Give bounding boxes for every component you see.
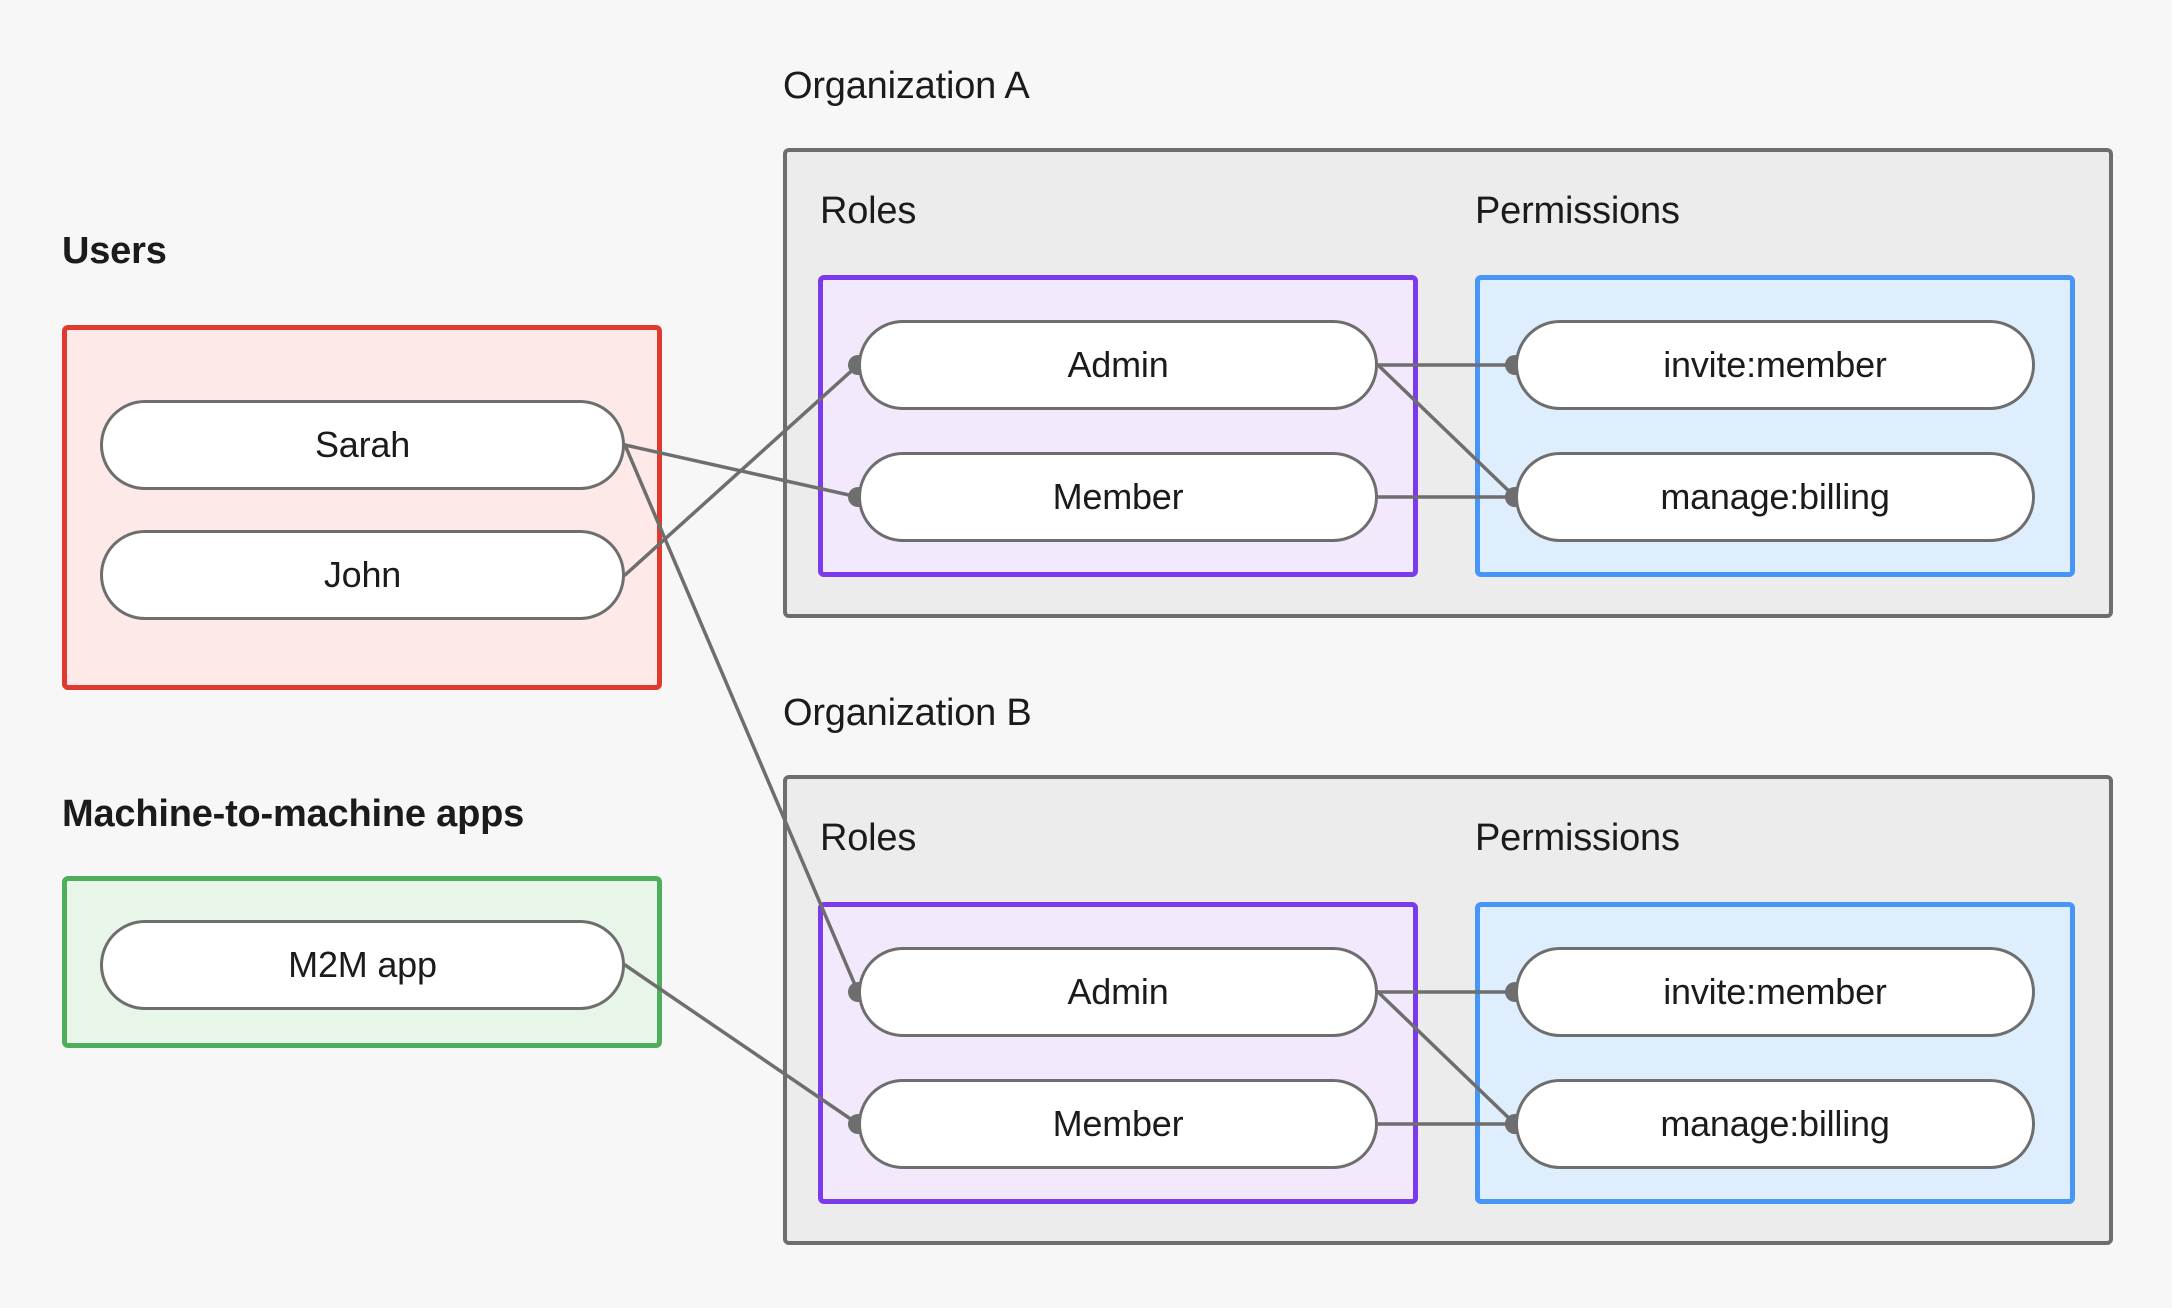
node-m2m-app[interactable]: M2M app	[100, 920, 625, 1010]
users-group-label: Users	[62, 230, 167, 272]
node-org-b-permission-manage-billing[interactable]: manage:billing	[1515, 1079, 2035, 1169]
node-org-b-role-member[interactable]: Member	[858, 1079, 1378, 1169]
node-john[interactable]: John	[100, 530, 625, 620]
org-b-permissions-title: Permissions	[1475, 817, 1680, 859]
node-org-b-role-admin[interactable]: Admin	[858, 947, 1378, 1037]
org-b-title: Organization B	[783, 692, 1032, 734]
users-container	[62, 325, 662, 690]
node-org-a-permission-manage-billing[interactable]: manage:billing	[1515, 452, 2035, 542]
node-org-a-permission-invite-member[interactable]: invite:member	[1515, 320, 2035, 410]
org-a-roles-title: Roles	[820, 190, 917, 232]
org-b-roles-title: Roles	[820, 817, 917, 859]
node-org-a-role-admin[interactable]: Admin	[858, 320, 1378, 410]
node-org-a-role-member[interactable]: Member	[858, 452, 1378, 542]
org-a-title: Organization A	[783, 65, 1030, 107]
org-a-permissions-title: Permissions	[1475, 190, 1680, 232]
node-sarah[interactable]: Sarah	[100, 400, 625, 490]
node-org-b-permission-invite-member[interactable]: invite:member	[1515, 947, 2035, 1037]
m2m-group-label: Machine-to-machine apps	[62, 793, 525, 835]
